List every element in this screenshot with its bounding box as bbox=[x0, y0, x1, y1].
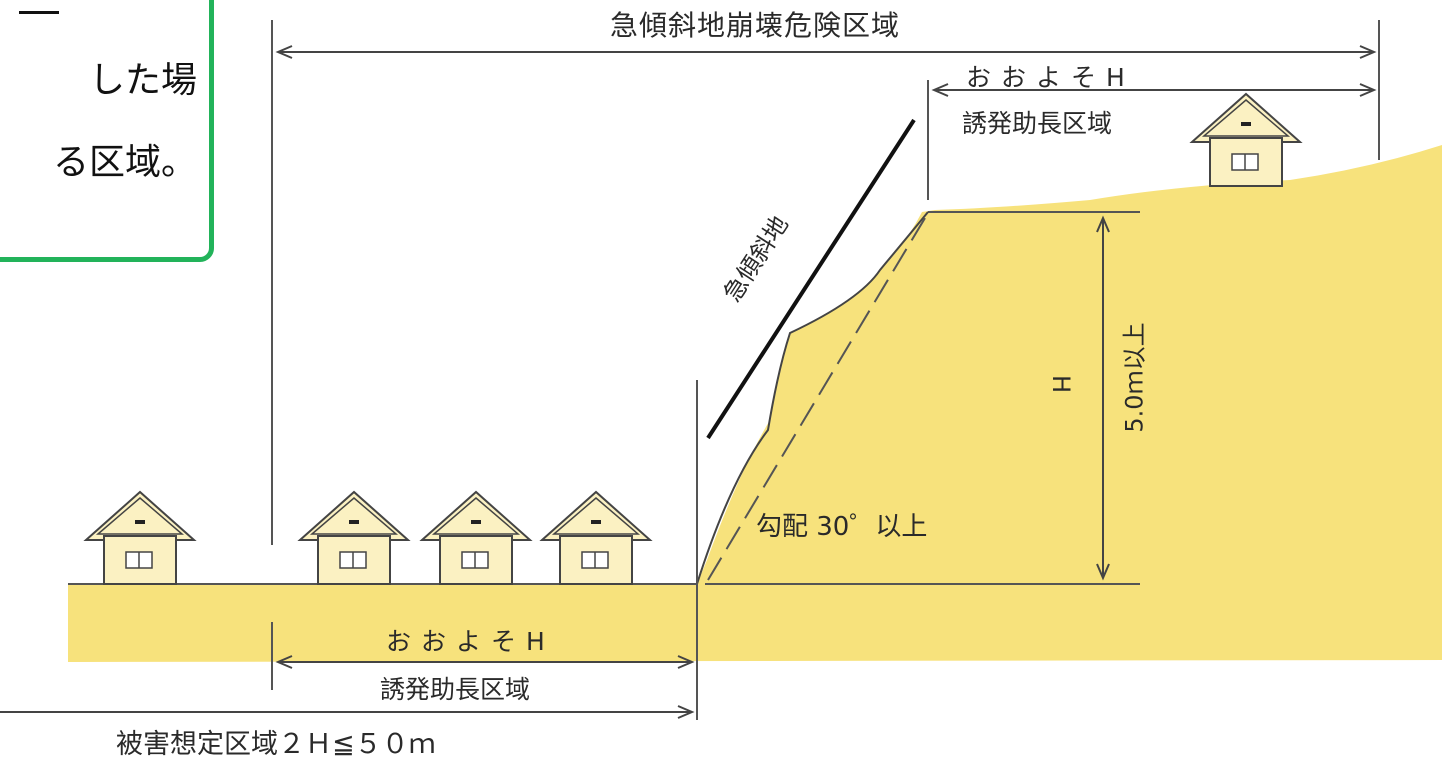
house-icon bbox=[1191, 93, 1301, 187]
hazard-zone-label: 急傾斜地崩壊危険区域 bbox=[610, 9, 901, 42]
house-icon bbox=[299, 491, 409, 585]
ground-area bbox=[68, 145, 1442, 662]
h-mark-label: H bbox=[1047, 374, 1076, 394]
damage-zone-label: 被害想定区域２Ｈ≦５０ｍ bbox=[116, 729, 436, 760]
callout-text-line-2: る区域。 bbox=[52, 142, 197, 183]
house-icon bbox=[421, 491, 531, 585]
slope-indicator-line bbox=[706, 118, 916, 440]
house-icon bbox=[541, 491, 651, 585]
approx-h-bottom-label: おおよそH bbox=[386, 627, 555, 656]
callout-text-line-1: した場 bbox=[88, 60, 197, 101]
approx-h-top-label: おおよそH bbox=[966, 63, 1135, 92]
induce-zone-bottom-label: 誘発助長区域 bbox=[380, 675, 531, 704]
gradient-label: 勾配 30゜以上 bbox=[756, 512, 928, 542]
callout-rule bbox=[19, 11, 59, 14]
height-requirement-label: 5.0ｍ以上 bbox=[1120, 322, 1149, 433]
house-icon bbox=[85, 491, 195, 585]
cliff-surface bbox=[696, 211, 929, 585]
explanation-callout: した場 る区域。 bbox=[0, 0, 214, 262]
induce-zone-top-label: 誘発助長区域 bbox=[962, 109, 1113, 138]
